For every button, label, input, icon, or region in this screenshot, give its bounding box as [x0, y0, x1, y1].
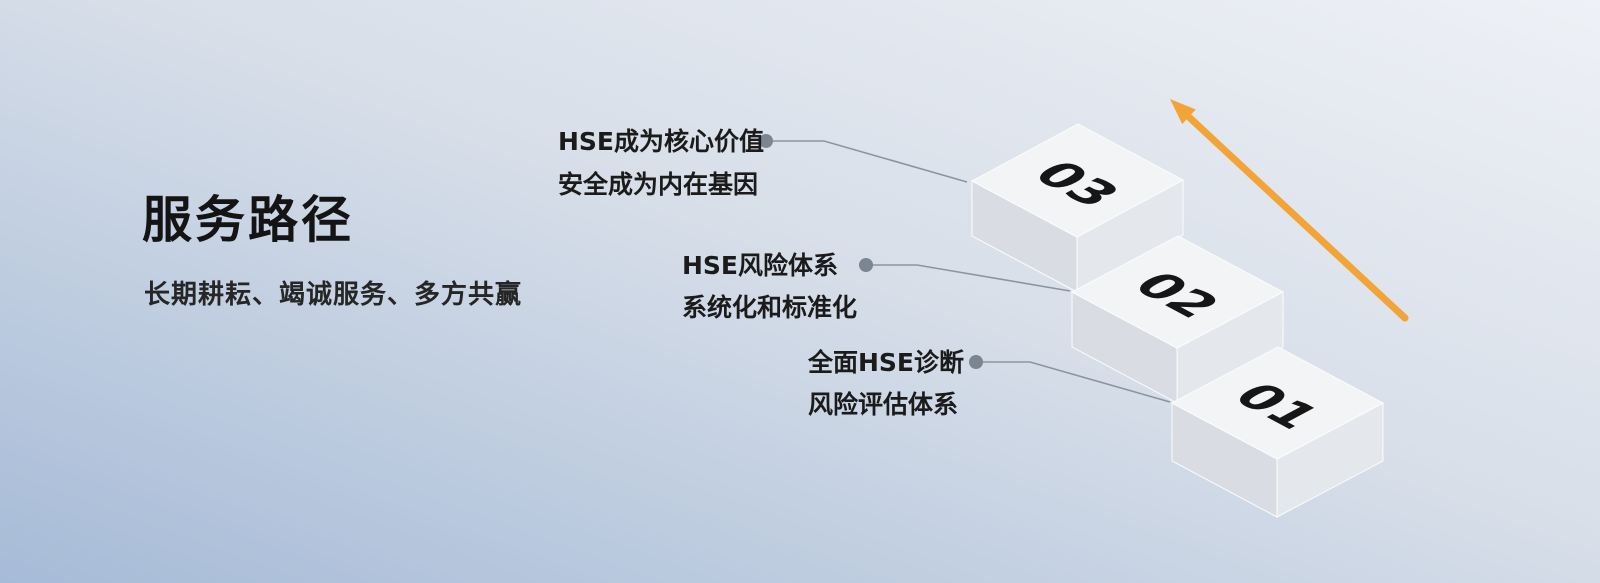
step-01-top-face [1170, 346, 1385, 460]
callout-dot-step-02 [859, 258, 873, 272]
step-02-top-face [1070, 235, 1285, 349]
step-02 [1070, 235, 1285, 404]
callout-line-step-03 [772, 140, 968, 183]
step-03-label-line2: 安全成为内在基因 [558, 170, 758, 199]
callout-line-step-02 [872, 264, 1071, 292]
step-01-label-line2: 风险评估体系 [808, 390, 958, 419]
page-subtitle: 长期耕耘、竭诚服务、多方共赢 [144, 280, 523, 310]
step-03-label-line1: HSE成为核心价值 [558, 127, 764, 156]
step-01 [1170, 346, 1385, 518]
callout-line-step-01 [982, 361, 1171, 403]
step-02-label-line2: 系统化和标准化 [682, 293, 857, 322]
page-title: 服务路径 [142, 191, 354, 249]
growth-arrow [1186, 114, 1409, 322]
step-03-top-face [970, 123, 1185, 238]
step-02-label-line1: HSE风险体系 [682, 251, 838, 280]
step-03 [970, 123, 1185, 293]
growth-arrowhead-icon [1170, 99, 1196, 125]
callout-dot-step-03 [759, 134, 773, 148]
step-01-label-line1: 全面HSE诊断 [807, 348, 964, 377]
callout-dot-step-01 [969, 355, 983, 369]
